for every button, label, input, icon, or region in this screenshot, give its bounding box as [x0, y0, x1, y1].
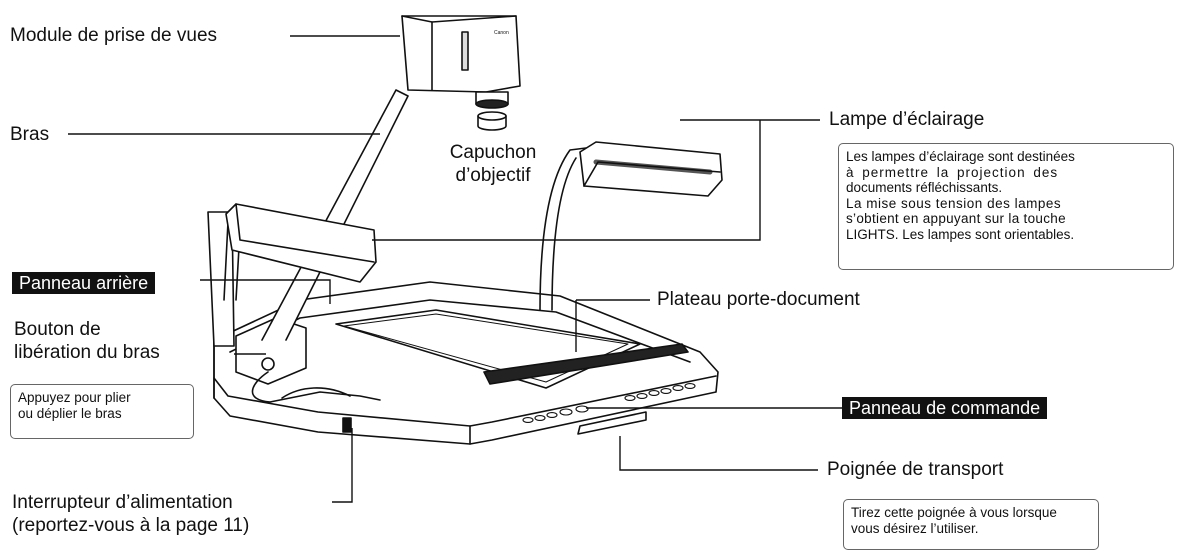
- power-switch-shape: [342, 417, 352, 433]
- brand-mark: Canon: [494, 30, 509, 36]
- release-button-shape: [261, 357, 275, 371]
- label-lens-cap: Capuchon d’objectif: [449, 142, 537, 186]
- camera-head: [401, 15, 521, 109]
- label-release-button: Bouton de libération du bras: [14, 319, 160, 363]
- leader-rear: [200, 279, 331, 304]
- lens-cap-shape: [477, 111, 507, 131]
- tag-control-panel: Panneau de commande: [842, 397, 1048, 419]
- note-carrying-handle: Tirez cette poignée à vous lorsque vous …: [843, 499, 1099, 550]
- label-camera-module: Module de prise de vues: [10, 25, 218, 46]
- tag-rear-panel: Panneau arrière: [12, 272, 156, 294]
- label-arm: Bras: [10, 124, 50, 145]
- leader-lines: [68, 35, 842, 503]
- front-arm: [251, 371, 381, 403]
- leader-handle: [619, 436, 818, 471]
- carrying-handle-shape: [577, 411, 647, 435]
- note-arm-release: Appuyez pour plier ou déplier le bras: [10, 384, 194, 439]
- document-stage: [335, 309, 689, 389]
- control-panel-buttons: [522, 383, 696, 423]
- label-power-switch: Interrupteur d’alimentation (reportez-vo…: [12, 492, 250, 536]
- main-arm: [261, 89, 409, 341]
- leader-power: [332, 428, 353, 503]
- right-lamp-arm: [539, 147, 587, 311]
- label-document-stage: Plateau porte-document: [657, 289, 860, 310]
- note-lamp: Les lampes d’éclairage sont destinées à …: [838, 143, 1174, 270]
- label-carrying-handle: Poignée de transport: [827, 459, 1004, 480]
- label-lamp: Lampe d’éclairage: [829, 109, 985, 130]
